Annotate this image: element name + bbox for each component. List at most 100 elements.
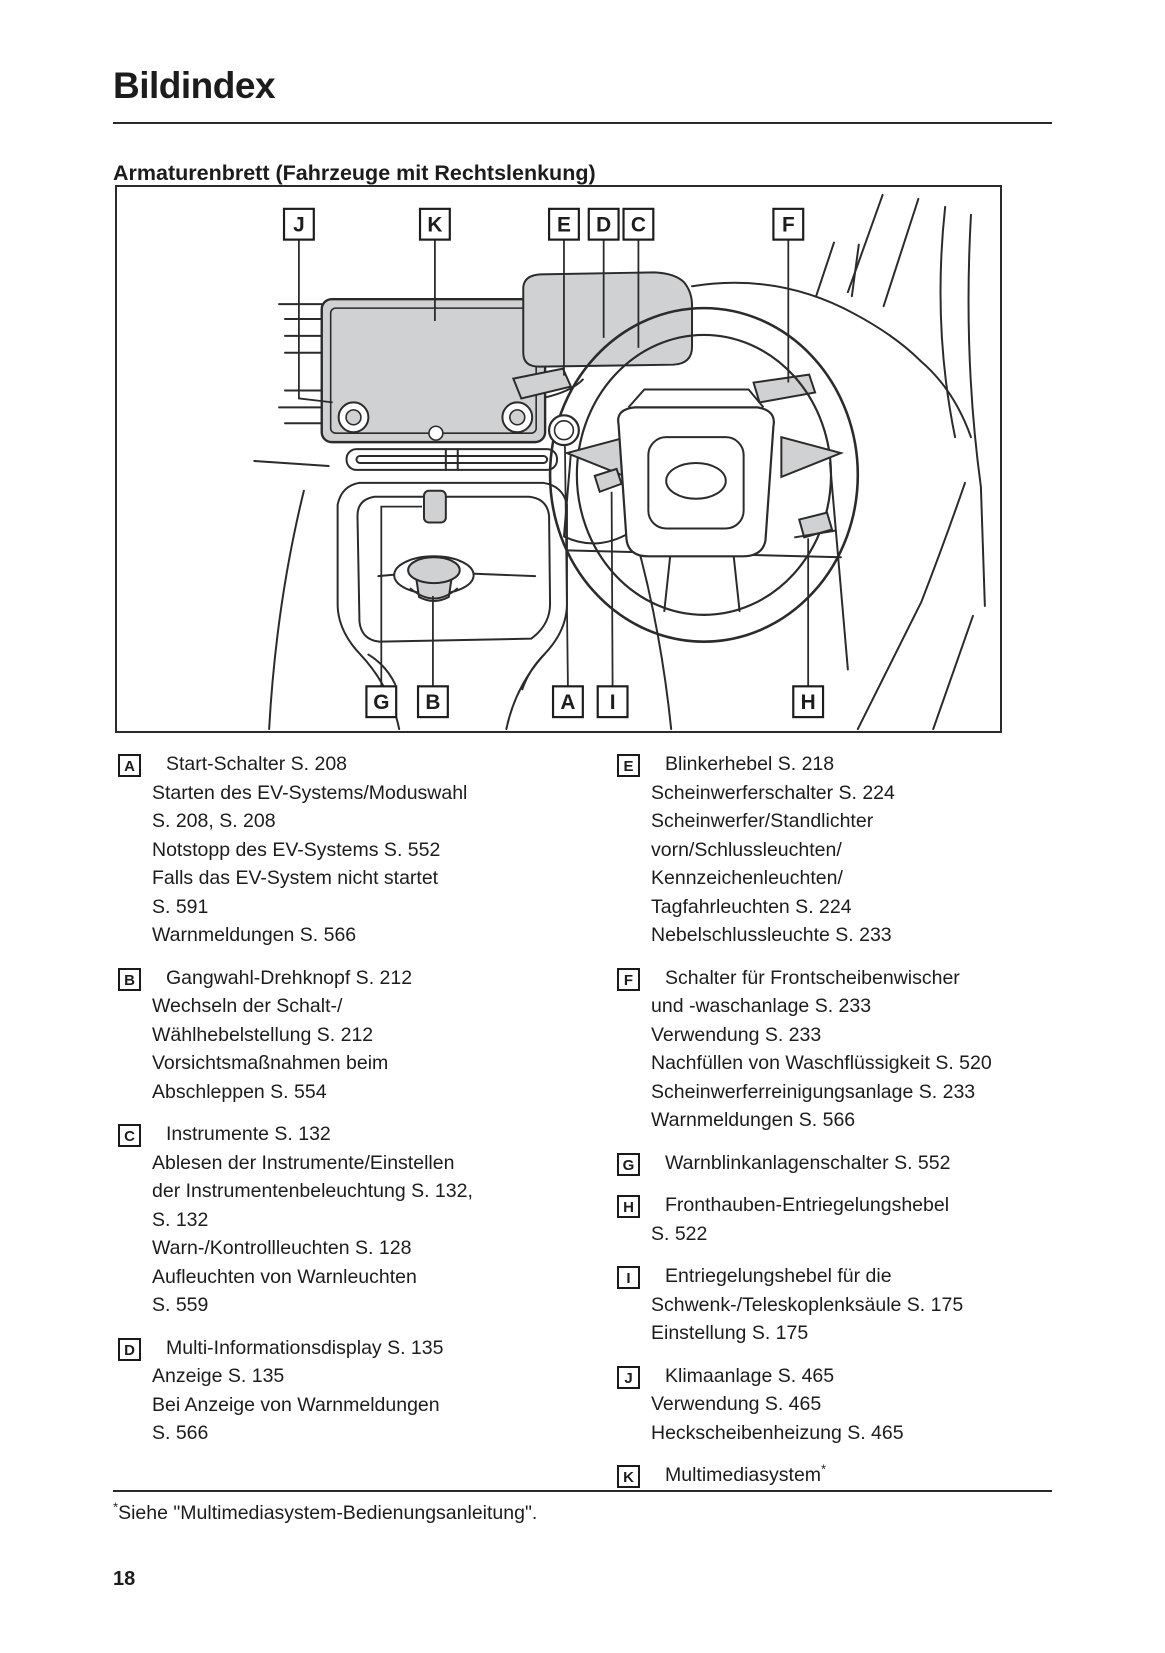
legend-line: Einstellung S. 175 bbox=[651, 1322, 809, 1344]
steering-wheel bbox=[548, 306, 860, 643]
callout-box-H bbox=[792, 685, 825, 719]
callout-box-K bbox=[418, 207, 451, 241]
section-heading: Armaturenbrett (Fahrzeuge mit Rechtslenk… bbox=[113, 160, 596, 185]
callout-letter-B: B bbox=[425, 691, 440, 714]
legend-line: Starten des EV-Systems/Moduswahl bbox=[152, 781, 468, 804]
callout-letter-G: G bbox=[373, 691, 389, 714]
hazard-switch bbox=[422, 489, 447, 524]
start-switch bbox=[547, 414, 580, 447]
legend-line: Gangwahl-Drehknopf S. 212 bbox=[166, 966, 413, 989]
legend-marker-C: C bbox=[118, 1124, 141, 1147]
legend-line: Ablesen der Instrumente/Einstellen bbox=[152, 1151, 455, 1174]
legend-line: Tagfahrleuchten S. 224 bbox=[651, 895, 852, 918]
center-display bbox=[320, 297, 547, 444]
legend-line: und -waschanlage S. 233 bbox=[651, 995, 872, 1017]
legend-marker-J: J bbox=[617, 1365, 640, 1389]
legend-line: S. 566 bbox=[152, 1422, 209, 1444]
legend-line: Warnblinkanlagenschalter S. 552 bbox=[665, 1151, 951, 1174]
callout-letter-H: H bbox=[801, 691, 816, 714]
legend-marker-F: F bbox=[617, 967, 640, 991]
footnote-divider bbox=[113, 1490, 1052, 1492]
legend-line: der Instrumentenbeleuchtung S. 132, bbox=[152, 1180, 473, 1202]
callout-box-F bbox=[772, 207, 805, 241]
legend-marker-G: G bbox=[617, 1152, 640, 1176]
legend-marker-H: H bbox=[617, 1195, 640, 1218]
leader-line-G bbox=[380, 505, 423, 687]
legend-line: Wechseln der Schalt-/ bbox=[152, 995, 343, 1017]
footnote-text: Siehe "Multimediasystem-Bedienungsanleit… bbox=[118, 1502, 538, 1524]
callout-letter-D: D bbox=[596, 214, 611, 237]
leader-line-J bbox=[298, 239, 333, 404]
legend-item-G: G Warnblinkanlagenschalter S. 552 bbox=[617, 1149, 1087, 1178]
legend-line: S. 522 bbox=[651, 1222, 708, 1245]
callout-box-C bbox=[622, 207, 655, 241]
legend-line: S. 208, S. 208 bbox=[152, 810, 276, 832]
legend-line: Nachfüllen von Waschflüssigkeit S. 520 bbox=[651, 1052, 992, 1074]
callout-letter-C: C bbox=[631, 214, 646, 237]
legend-line: vorn/Schlussleuchten/ bbox=[651, 838, 842, 861]
footnote-marker: * bbox=[113, 1499, 119, 1515]
legend-line: Kennzeichenleuchten/ bbox=[651, 867, 843, 889]
legend-line: Klimaanlage S. 465 bbox=[665, 1364, 835, 1387]
legend-line: Scheinwerfer/Standlichter bbox=[651, 810, 874, 832]
callout-box-G bbox=[365, 685, 398, 719]
legend-line: S. 559 bbox=[152, 1294, 209, 1316]
legend-line: Multimediasystem* bbox=[665, 1461, 827, 1487]
legend-line: Fronthauben-Entriegelungshebel bbox=[665, 1194, 950, 1216]
callout-letter-A: A bbox=[560, 691, 575, 714]
legend-line: Notstopp des EV-Systems S. 552 bbox=[152, 838, 441, 861]
legend-item-K: K Multimediasystem* bbox=[617, 1461, 1087, 1490]
legend-marker-K: K bbox=[617, 1465, 640, 1488]
callout-box-B bbox=[416, 685, 449, 719]
legend-line: Verwendung S. 465 bbox=[651, 1393, 822, 1415]
leader-line-A bbox=[564, 446, 569, 687]
legend-line: Warnmeldungen S. 566 bbox=[651, 1109, 856, 1131]
callout-box-I bbox=[596, 685, 629, 719]
legend-line: Anzeige S. 135 bbox=[152, 1365, 285, 1387]
legend-line: Heckscheibenheizung S. 465 bbox=[651, 1421, 904, 1444]
page-title: Bildindex bbox=[113, 64, 276, 106]
legend-line: Entriegelungshebel für die bbox=[665, 1265, 892, 1287]
callout-box-E bbox=[547, 207, 580, 241]
legend-marker-B: B bbox=[118, 967, 141, 991]
footnote: *Siehe "Multimediasystem-Bedienungsanlei… bbox=[113, 1499, 538, 1525]
instrument-cluster bbox=[522, 271, 694, 368]
legend-line: Vorsichtsmaßnahmen beim bbox=[152, 1052, 389, 1074]
legend-line: Nebelschlussleuchte S. 233 bbox=[651, 924, 892, 946]
column-release-lever bbox=[593, 467, 623, 494]
legend-line: Schalter für Frontscheibenwischer bbox=[665, 966, 960, 989]
legend-line: Abschleppen S. 554 bbox=[152, 1080, 327, 1103]
legend-item-H: H Fronthauben-Entriegelungshebel S. 522 bbox=[617, 1191, 1087, 1248]
legend-line: Scheinwerferschalter S. 224 bbox=[651, 781, 895, 804]
legend-marker-I: I bbox=[617, 1266, 640, 1289]
page-number: 18 bbox=[113, 1568, 136, 1590]
callout-letter-J: J bbox=[293, 214, 305, 237]
callout-letter-F: F bbox=[782, 214, 795, 237]
legend-line: Instrumente S. 132 bbox=[166, 1123, 331, 1145]
legend-marker-E: E bbox=[617, 754, 640, 777]
legend-line: Scheinwerferreinigungsanlage S. 233 bbox=[651, 1080, 976, 1103]
legend-line: Warn-/Kontrollleuchten S. 128 bbox=[152, 1237, 412, 1259]
callout-letter-K: K bbox=[427, 214, 442, 237]
legend-line: Multi-Informationsdisplay S. 135 bbox=[166, 1336, 444, 1359]
superscript-asterisk: * bbox=[821, 1461, 827, 1477]
wiper-stalk bbox=[752, 373, 817, 404]
legend-line: Wählhebelstellung S. 212 bbox=[152, 1023, 374, 1046]
leader-line-I bbox=[610, 491, 614, 687]
legend-marker-D: D bbox=[118, 1337, 141, 1361]
legend-item-F: F Schalter für Frontscheibenwischer und -w… bbox=[617, 964, 1087, 1135]
callout-box-D bbox=[587, 207, 620, 241]
callout-letter-I: I bbox=[610, 691, 616, 714]
callout-box-A bbox=[551, 685, 584, 719]
header-divider bbox=[113, 122, 1052, 124]
legend-line: Falls das EV-System nicht startet bbox=[152, 867, 439, 889]
legend-marker-A: A bbox=[118, 754, 141, 777]
